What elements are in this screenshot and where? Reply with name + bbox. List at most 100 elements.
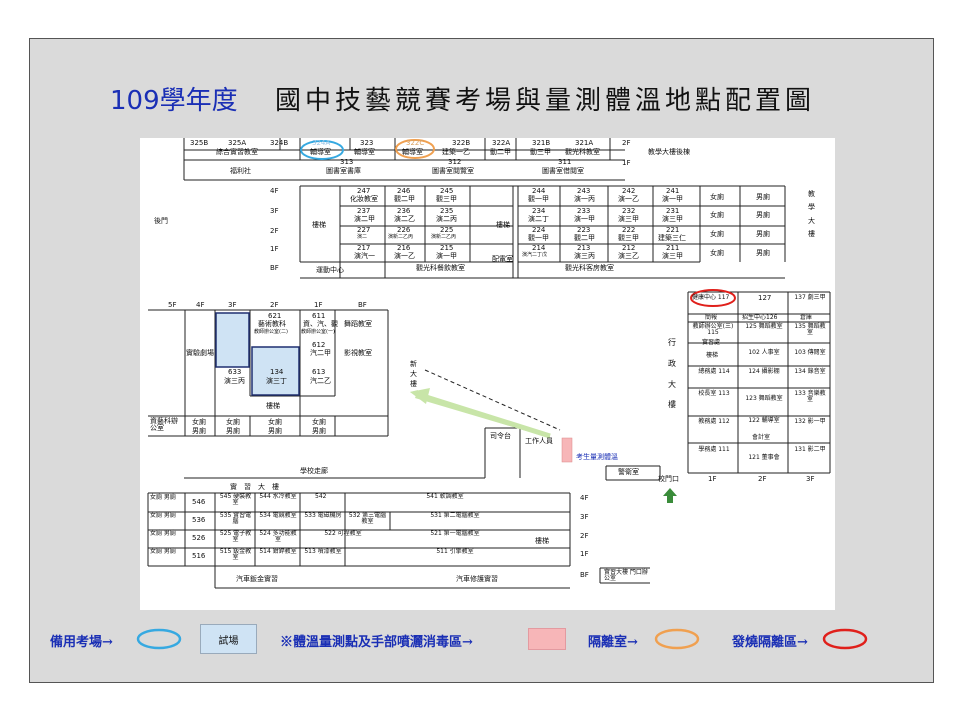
room-516: 516 bbox=[192, 552, 206, 560]
room-534: 534 電競教室 bbox=[259, 512, 297, 519]
floor-4f: 4F bbox=[270, 187, 279, 195]
legend-temp-label: ※體溫量測點及手部噴灑消毒區→ bbox=[280, 635, 473, 650]
room-243: 243 bbox=[577, 187, 591, 195]
new-building: 新大樓 bbox=[410, 360, 417, 388]
map-lines bbox=[147, 138, 831, 589]
room-241-name: 演一甲 bbox=[662, 195, 683, 203]
academic-affairs: 教務處 112 bbox=[698, 418, 730, 425]
room-245-name: 觀三甲 bbox=[436, 195, 457, 203]
room-243-name: 演一丙 bbox=[574, 195, 595, 203]
room-321b: 321B bbox=[532, 139, 551, 147]
room-225-name: 演新二乙丙 bbox=[431, 234, 457, 240]
left-wc-m2: 男廁 bbox=[226, 427, 240, 435]
room-216: 216 bbox=[397, 244, 411, 252]
room-612: 612 bbox=[312, 341, 326, 349]
room-211-name: 演三甲 bbox=[662, 252, 683, 260]
room-233: 233 bbox=[577, 207, 591, 215]
room-215-name: 演一甲 bbox=[436, 252, 457, 260]
room-231-name: 演三甲 bbox=[662, 215, 683, 223]
room-213: 213 bbox=[577, 244, 591, 252]
room-135: 135 舞蹈教室 bbox=[794, 323, 826, 337]
room-212: 212 bbox=[622, 244, 636, 252]
room-244-name: 觀一甲 bbox=[528, 195, 549, 203]
room-134-right: 134 錄音室 bbox=[794, 368, 826, 375]
room-324a-name: 輔導室 bbox=[310, 148, 331, 156]
room-134-name: 演三丁 bbox=[266, 377, 287, 385]
room-312: 312 bbox=[448, 158, 462, 166]
tourism-lab: 觀光科客房教室 bbox=[565, 264, 614, 272]
title-main: 國中技藝競賽考場與量測體溫地點配置圖 bbox=[275, 86, 816, 116]
electric-room: 配電室 bbox=[492, 255, 513, 263]
teaching-building: 教學大樓 bbox=[808, 190, 815, 238]
room-611-sub: 教師辦公室(一) bbox=[301, 329, 335, 335]
right-floor-1f: 1F bbox=[708, 475, 717, 483]
room-227: 227 bbox=[357, 226, 371, 234]
room-231: 231 bbox=[666, 207, 680, 215]
room-102: 102 人事室 bbox=[748, 349, 780, 356]
wc-female-3f: 女廁 bbox=[710, 211, 724, 219]
room-323: 323 bbox=[360, 139, 374, 147]
right-floor-2f: 2F bbox=[758, 475, 767, 483]
bottom-floor-bf: BF bbox=[580, 571, 589, 579]
room-224: 224 bbox=[532, 226, 546, 234]
practice-office: 實習處 bbox=[702, 339, 721, 346]
room-226-name: 演新二乙丙 bbox=[388, 234, 414, 240]
legend-fever-label: 發燒隔離區→ bbox=[732, 635, 808, 650]
room-214: 214 bbox=[532, 244, 546, 252]
room-217-name: 演汽一 bbox=[354, 252, 375, 260]
room-226: 226 bbox=[397, 226, 411, 234]
room-511: 511 引擎教室 bbox=[436, 548, 474, 555]
room-103: 103 傳閱室 bbox=[794, 349, 826, 356]
room-313-name: 圖書室書庫 bbox=[326, 167, 361, 175]
room-124: 124 攝影棚 bbox=[748, 368, 780, 375]
room-235: 235 bbox=[440, 207, 454, 215]
room-613: 613 bbox=[312, 368, 326, 376]
room-217: 217 bbox=[357, 244, 371, 252]
room-133: 133 音樂教室 bbox=[794, 390, 826, 404]
room-125: 125 舞蹈教室 bbox=[745, 323, 783, 330]
dance-room: 舞蹈教室 bbox=[344, 320, 372, 328]
room-313: 313 bbox=[340, 158, 354, 166]
room-214-name: 演汽二丁戊 bbox=[522, 252, 548, 258]
practice-building: 實 習 大 樓 bbox=[230, 483, 279, 491]
floor-2f: 2F bbox=[270, 227, 279, 235]
room-237-name: 演二甲 bbox=[354, 215, 375, 223]
storage: 倉庫 bbox=[800, 314, 813, 321]
page-title: 109學年度 國中技藝競賽考場與量測體溫地點配置圖 bbox=[110, 80, 870, 116]
left-wc-m3: 男廁 bbox=[268, 427, 282, 435]
room-525: 525 電子教室 bbox=[219, 530, 252, 544]
room-221: 221 bbox=[666, 226, 680, 234]
left-wc-m1: 男廁 bbox=[192, 427, 206, 435]
stairs-east: 樓梯 bbox=[496, 221, 510, 229]
room-322a-name: 動二甲 bbox=[490, 148, 511, 156]
room-321b-name: 動三甲 bbox=[530, 148, 551, 156]
floor-1f: 1F bbox=[270, 245, 279, 253]
school-corridor: 學校走廊 bbox=[300, 467, 328, 475]
wc-male-3f: 男廁 bbox=[756, 211, 770, 219]
room-526: 526 bbox=[192, 534, 206, 542]
room-247-name: 化妝教室 bbox=[350, 195, 378, 203]
info-office: 資藝科辦公室 bbox=[150, 417, 178, 433]
room-131: 131 影二甲 bbox=[794, 446, 826, 453]
room-223-name: 觀二甲 bbox=[574, 234, 595, 242]
room-234: 234 bbox=[532, 207, 546, 215]
room-232: 232 bbox=[622, 207, 636, 215]
room-311: 311 bbox=[558, 158, 572, 166]
staff-label: 工作人員 bbox=[525, 437, 553, 445]
room-515: 515 鈑金教室 bbox=[219, 548, 252, 562]
auto-repair-practice: 汽車修護實習 bbox=[456, 575, 498, 583]
room-521: 521 第一電腦教室 bbox=[430, 530, 480, 537]
wc-female-4f: 女廁 bbox=[710, 193, 724, 201]
room-524: 524 多功能教室 bbox=[259, 530, 297, 544]
stairs-practice: 樓梯 bbox=[535, 537, 549, 545]
room-123: 123 舞蹈教室 bbox=[745, 395, 783, 402]
room-323-name: 輔導室 bbox=[354, 148, 375, 156]
room-235-name: 演二丙 bbox=[436, 215, 457, 223]
health-center: 健康中心 117 bbox=[692, 294, 730, 301]
bottom-floor-4f: 4F bbox=[580, 494, 589, 502]
room-324a: 324A bbox=[312, 139, 331, 147]
room-244: 244 bbox=[532, 187, 546, 195]
stairs-left: 樓梯 bbox=[266, 402, 280, 410]
room-225: 225 bbox=[440, 226, 454, 234]
wc-female-1f: 女廁 bbox=[710, 249, 724, 257]
